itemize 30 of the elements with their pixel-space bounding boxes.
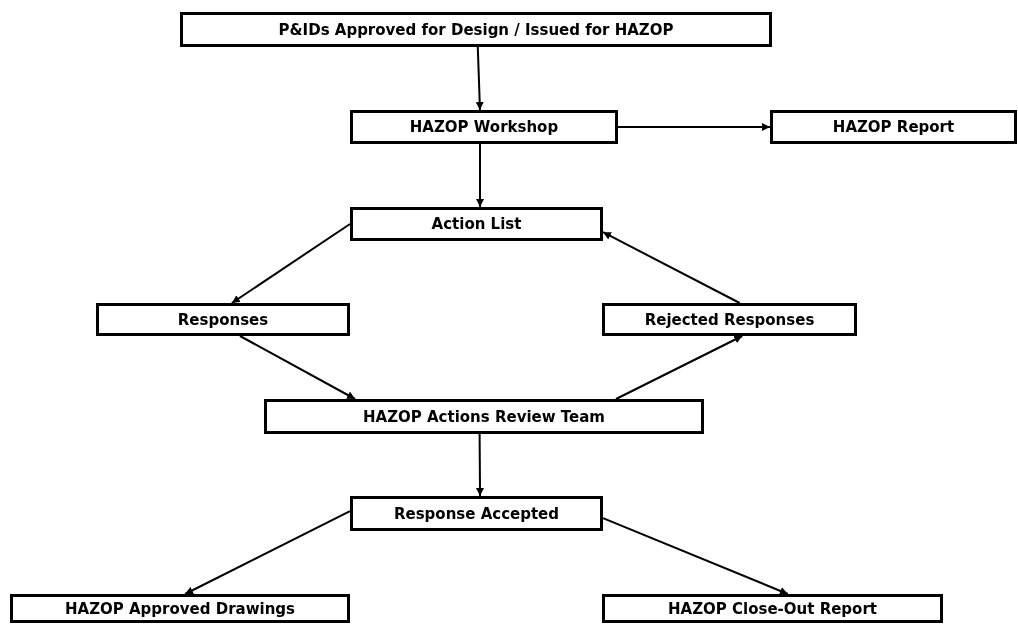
box-label: Responses <box>177 310 269 329</box>
arrow <box>602 231 741 304</box>
arrow <box>476 143 485 208</box>
process-box <box>602 303 857 336</box>
box-label: Rejected Responses <box>644 310 815 329</box>
arrow <box>615 335 744 400</box>
box-label: HAZOP Approved Drawings <box>65 599 295 618</box>
process-box <box>264 399 704 434</box>
process-box <box>10 594 350 623</box>
arrow <box>239 335 357 400</box>
process-box <box>602 594 943 623</box>
box-label: HAZOP Report <box>832 118 955 136</box>
box-label: HAZOP Close-Out Report <box>668 599 877 618</box>
box-label: HAZOP Actions Review Team <box>363 407 605 426</box>
process-box <box>350 110 618 144</box>
arrow <box>476 433 484 497</box>
box-label: HAZOP Workshop <box>409 118 559 136</box>
box-label: P&IDs Approved for Design / Issued for HAZOP <box>278 20 674 39</box>
arrow <box>184 510 351 595</box>
arrow <box>475 46 484 111</box>
process-box <box>96 303 350 336</box>
process-box <box>770 110 1017 144</box>
box-label: Response Accepted <box>393 504 560 523</box>
arrow <box>602 517 789 595</box>
arrow <box>230 223 351 304</box>
arrow <box>617 123 771 131</box>
process-box <box>350 207 603 241</box>
process-box <box>180 12 772 47</box>
box-label: Action List <box>431 215 522 233</box>
process-box <box>350 496 603 531</box>
